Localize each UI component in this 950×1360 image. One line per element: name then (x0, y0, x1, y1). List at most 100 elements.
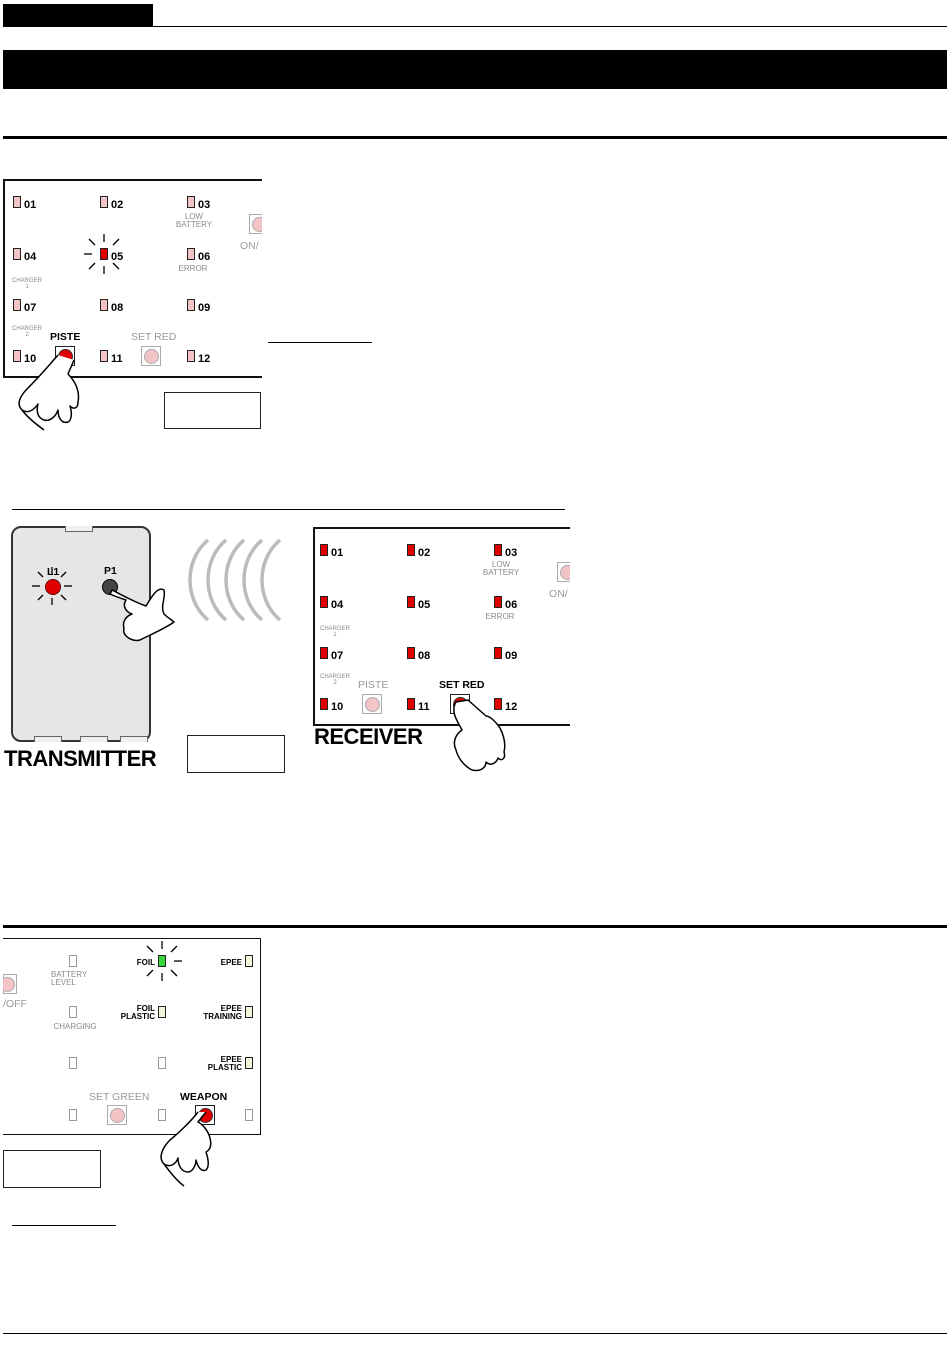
led-05 (100, 248, 108, 260)
foil-plastic-label: FOIL PLASTIC (120, 1004, 155, 1021)
r-led-12 (494, 698, 502, 710)
led-label-01: 01 (24, 199, 37, 211)
r-led-07 (320, 647, 328, 659)
epee-plastic-led (245, 1057, 253, 1069)
blink-rays-l1 (32, 567, 72, 605)
r-led-03 (494, 544, 502, 556)
r-led-label-05: 05 (418, 599, 431, 611)
transmitter-notch-bm (80, 736, 108, 742)
on-label: ON/ (240, 240, 259, 252)
led-03 (187, 196, 195, 208)
led-label-12: 12 (198, 353, 211, 365)
r-led-04 (320, 596, 328, 608)
r-caption-error: ERROR (485, 612, 515, 621)
epee-training-label: EPEE TRAINING (203, 1004, 242, 1021)
r-led-label-07: 07 (331, 650, 344, 662)
r-led-label-08: 08 (418, 650, 431, 662)
led-11 (100, 350, 108, 362)
foil-label: FOIL (136, 958, 155, 967)
r-on-label: ON/ (549, 588, 568, 600)
spare-led-2 (158, 1057, 166, 1069)
r-caption-charger-2: CHARGER 2 (319, 674, 350, 686)
figure-label-box-1 (164, 392, 261, 429)
transmitter-notch-top (65, 526, 93, 532)
text-underline-2 (12, 1225, 116, 1226)
header-tab-block (3, 4, 153, 27)
led-01 (13, 196, 21, 208)
charging-led (69, 1006, 77, 1018)
battery-led (69, 955, 77, 967)
battery-level-label: BATTERY LEVEL (51, 970, 88, 987)
r-led-11 (407, 698, 415, 710)
off-button-fragment[interactable] (3, 974, 17, 994)
r-piste-label: PISTE (358, 679, 389, 691)
r-led-02 (407, 544, 415, 556)
blink-rays-05 (84, 234, 120, 274)
r-led-label-09: 09 (505, 650, 518, 662)
figure-label-box-3 (3, 1150, 101, 1188)
r-led-05 (407, 596, 415, 608)
r-led-01 (320, 544, 328, 556)
led-08 (100, 299, 108, 311)
r-caption-charger-1: CHARGER 1 (319, 626, 350, 638)
r-set-red-label: SET RED (439, 679, 485, 691)
r-piste-button[interactable] (362, 694, 382, 714)
on-off-button[interactable] (249, 214, 262, 234)
piste-label: PISTE (50, 331, 81, 343)
r-led-09 (494, 647, 502, 659)
r-led-label-03: 03 (505, 547, 518, 559)
epee-plastic-label: EPEE PLASTIC (207, 1055, 242, 1072)
r-led-label-10: 10 (331, 701, 344, 713)
led-10 (13, 350, 21, 362)
led-label-02: 02 (111, 199, 124, 211)
r-led-label-04: 04 (331, 599, 344, 611)
title-bar (3, 50, 947, 89)
charging-label: CHARGING (53, 1022, 97, 1031)
led-label-09: 09 (198, 302, 211, 314)
spare-led-4 (158, 1109, 166, 1121)
led-label-06: 06 (198, 251, 211, 263)
blink-rays-foil (146, 941, 182, 981)
led-label-04: 04 (24, 251, 37, 263)
led-label-10: 10 (24, 353, 37, 365)
set-red-label: SET RED (131, 331, 177, 343)
caption-charger-2: CHARGER 2 (11, 326, 42, 338)
weapon-panel: /OFF BATTERY LEVEL FOIL EPEE CHARGING FO… (3, 938, 261, 1135)
r-led-label-12: 12 (505, 701, 518, 713)
caption-error: ERROR (178, 264, 208, 273)
led-06 (187, 248, 195, 260)
receiver-title: RECEIVER (314, 724, 423, 749)
receiver-panel-1: 01 02 03 LOW BATTERY ON/ 04 05 06 ERROR … (3, 179, 262, 378)
figure-label-box-2 (187, 735, 285, 773)
section-rule-3 (3, 925, 947, 928)
r-on-off-button[interactable] (557, 562, 570, 582)
text-underline-1 (268, 342, 372, 343)
led-07 (13, 299, 21, 311)
set-red-button[interactable] (141, 346, 161, 366)
led-02 (100, 196, 108, 208)
set-green-label: SET GREEN (89, 1091, 150, 1103)
transmitter-notch-br (120, 736, 148, 742)
r-led-06 (494, 596, 502, 608)
r-led-10 (320, 698, 328, 710)
led-12 (187, 350, 195, 362)
header-rule (3, 26, 947, 27)
led-label-05: 05 (111, 251, 124, 263)
off-label: /OFF (3, 998, 27, 1010)
led-label-03: 03 (198, 199, 211, 211)
section-rule-1 (3, 136, 947, 139)
r-led-label-01: 01 (331, 547, 344, 559)
foil-led (158, 955, 166, 967)
led-label-11: 11 (111, 353, 123, 365)
epee-training-led (245, 1006, 253, 1018)
epee-led (245, 955, 253, 967)
spare-led-3 (69, 1109, 77, 1121)
l1-label: L1 (47, 566, 60, 578)
transmitter-title: TRANSMITTER (4, 746, 157, 771)
foil-plastic-led (158, 1006, 166, 1018)
set-green-button[interactable] (107, 1105, 127, 1125)
